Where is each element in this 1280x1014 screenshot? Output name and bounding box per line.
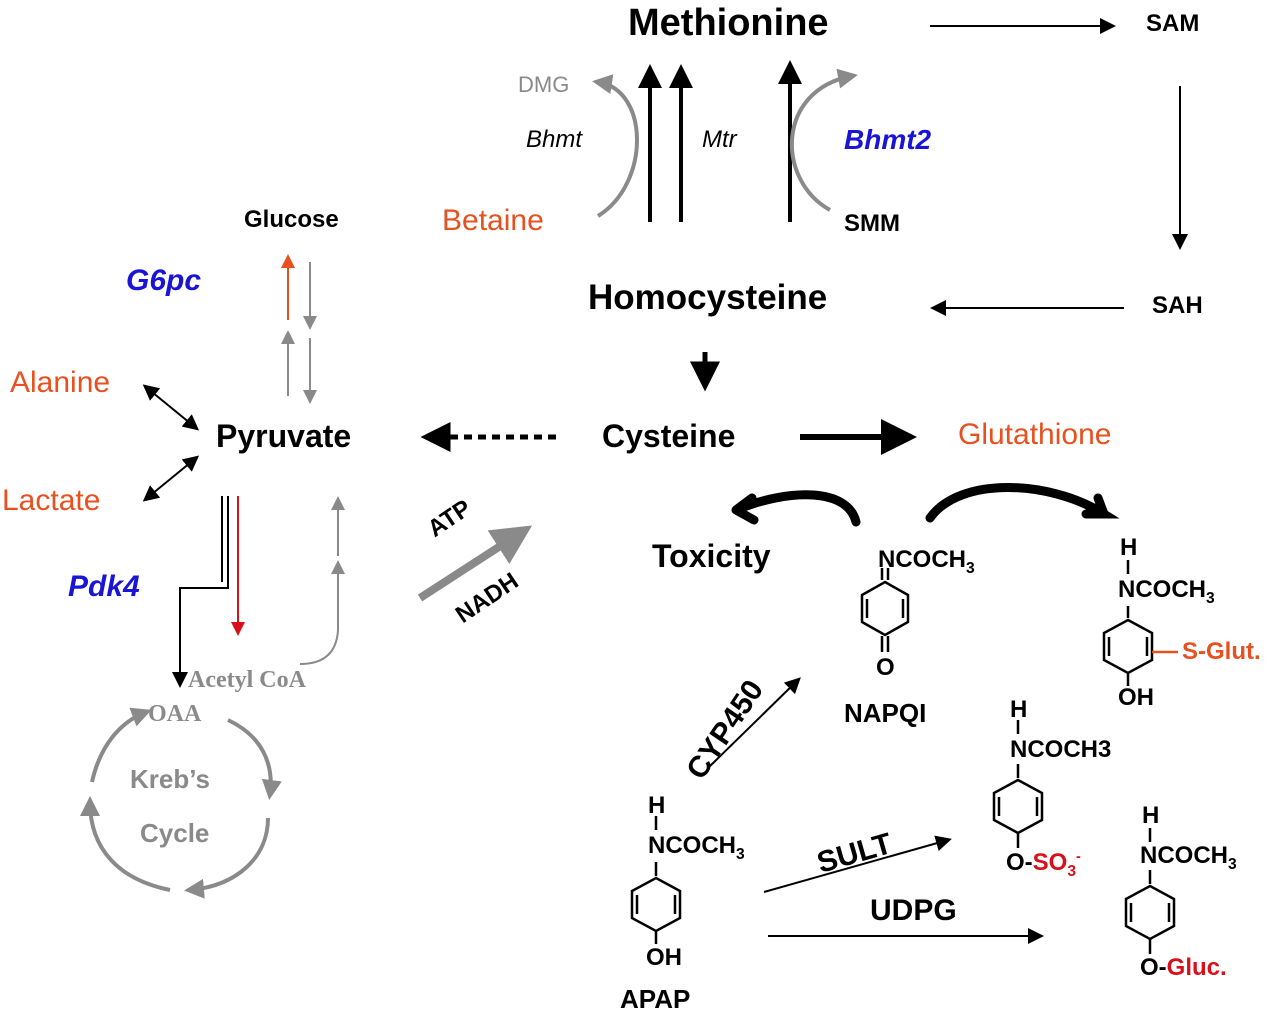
sglut-label: S-Glut.: [1182, 638, 1261, 665]
apap-oh-label: OH: [646, 944, 682, 971]
krebs-arc-left: [90, 707, 152, 783]
apap-structure: [630, 816, 682, 944]
bhmt-label: Bhmt: [526, 126, 583, 153]
apap-label: APAP: [620, 984, 691, 1014]
sulfate-group-label: O-SO3-: [1006, 849, 1081, 880]
alanine-label: Alanine: [10, 366, 111, 399]
sulfate-h-label: H: [1010, 696, 1028, 723]
sglut-structure: [1102, 560, 1178, 686]
homocysteine-label: Homocysteine: [588, 278, 828, 317]
bhmt2-label: Bhmt2: [844, 124, 932, 155]
gluc-ncoch3-label: NCOCH3: [1140, 842, 1237, 873]
toxicity-label: Toxicity: [652, 538, 771, 574]
pyruvate-label: Pyruvate: [216, 418, 352, 454]
krebs-label-line1: Kreb’s: [130, 764, 210, 794]
mtr-label: Mtr: [702, 126, 737, 153]
krebs-arc-right: [184, 817, 270, 899]
acetyl-coa-label: Acetyl CoA: [188, 667, 306, 693]
pdk4-label: Pdk4: [68, 570, 140, 603]
udpg-label: UDPG: [870, 894, 957, 927]
krebs-arc-bottom: [80, 796, 171, 892]
arrow-acetylcoa-to-pyruvate-gray: [299, 560, 345, 665]
sulfate-structure: [992, 720, 1044, 848]
sulfate-ncoch3-label: NCOCH3: [1010, 736, 1112, 763]
g6pc-label: G6pc: [126, 264, 202, 297]
sglut-h-label: H: [1120, 534, 1138, 561]
arrow-lactate-pyruvate: [142, 455, 200, 502]
arrow-betaine-to-dmg: [592, 74, 639, 218]
dmg-label: DMG: [518, 72, 570, 97]
napqi-structure: [860, 568, 910, 652]
glucuronide-structure: [1124, 828, 1176, 954]
napqi-o-label: O: [876, 654, 895, 681]
arrow-cyp450: [707, 677, 801, 769]
gluc-h-label: H: [1142, 802, 1160, 829]
sglut-oh-label: OH: [1118, 684, 1154, 711]
arrow-napqi-to-sglut: [925, 483, 1120, 523]
oaa-label: OAA: [148, 701, 202, 727]
apap-ncoch3-label: NCOCH3: [648, 832, 745, 863]
arrow-pdk4-line: [172, 496, 229, 688]
lactate-label: Lactate: [2, 484, 101, 517]
krebs-label-line2: Cycle: [140, 818, 210, 848]
krebs-arc-top: [227, 718, 282, 800]
napqi-label: NAPQI: [844, 698, 927, 728]
arrow-atp-nadh: [417, 525, 533, 602]
arrow-smm-curve: [789, 68, 858, 212]
arrow-alanine-pyruvate: [142, 384, 200, 431]
smm-label: SMM: [844, 210, 900, 237]
cysteine-label: Cysteine: [602, 418, 736, 454]
sglut-ncoch3-label: NCOCH3: [1118, 576, 1215, 607]
apap-h-label: H: [648, 792, 666, 819]
arrow-sult: [763, 835, 952, 893]
napqi-ncoch3-label: NCOCH3: [878, 546, 975, 577]
methionine-label: Methionine: [628, 2, 829, 44]
glutathione-label: Glutathione: [958, 418, 1112, 451]
sah-label: SAH: [1152, 292, 1203, 319]
sam-label: SAM: [1146, 10, 1200, 37]
gluc-group-label: O-Gluc.: [1140, 954, 1227, 981]
arrow-napqi-to-toxicity: [731, 490, 861, 527]
betaine-label: Betaine: [442, 204, 544, 237]
glucose-label: Glucose: [244, 206, 339, 233]
